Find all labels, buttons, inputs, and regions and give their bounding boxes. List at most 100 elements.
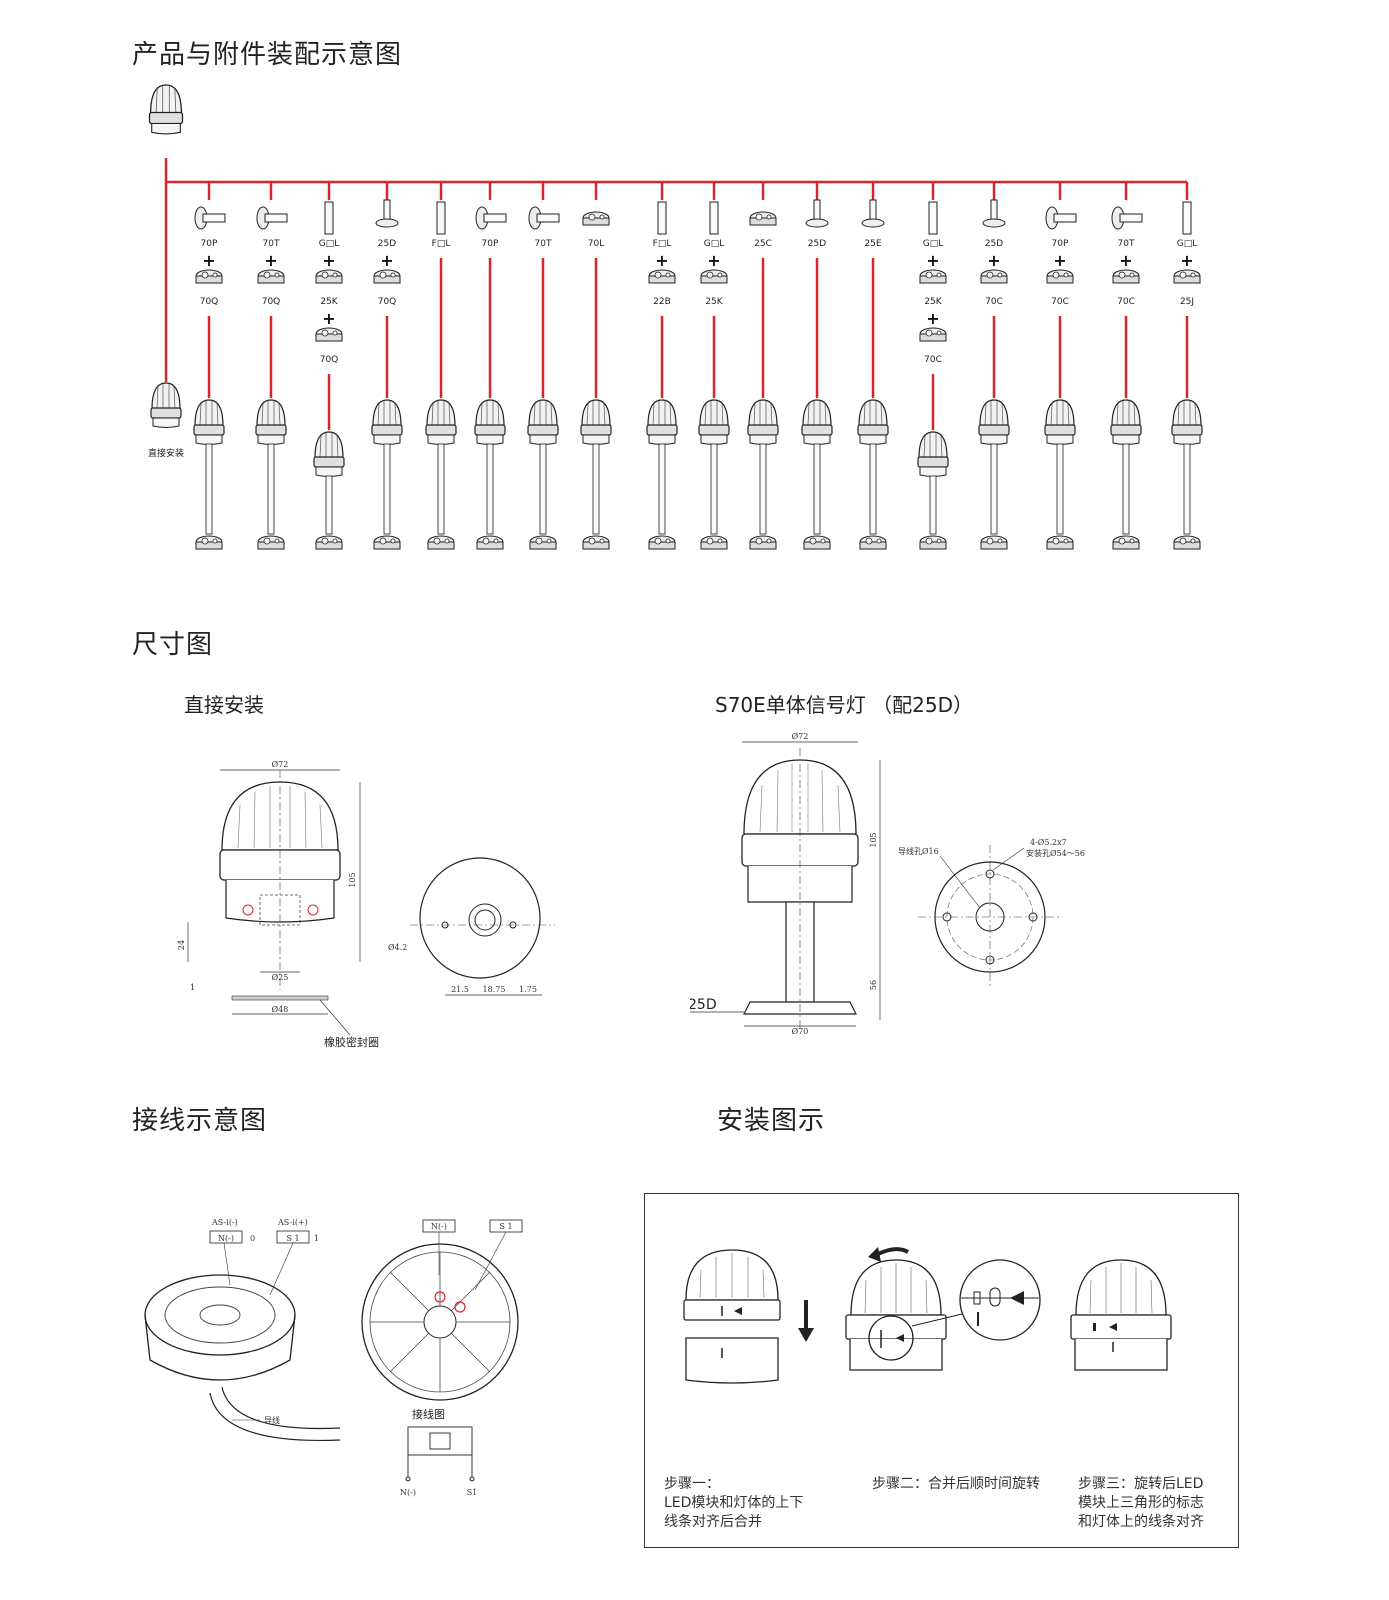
dimension-right-drawing: Ø72 105 56 Ø70 25D 导线孔Ø16 4-Ø5.2x7 安装孔Ø5… — [690, 732, 1085, 1036]
plus-icon: + — [1119, 251, 1132, 270]
seal-label: 橡胶密封圈 — [324, 1035, 379, 1049]
assembly-column-17: 70T +70C — [1110, 182, 1143, 550]
assembled-lamp-icon — [474, 399, 506, 446]
part-label: 70T — [535, 239, 552, 249]
plus-icon: + — [926, 251, 939, 270]
wiring-section-title: 接线示意图 — [132, 1106, 268, 1136]
step3-line1: 步骤三：旋转后LED — [1078, 1476, 1204, 1492]
step3-line3: 和灯体上的线条对齐 — [1078, 1514, 1204, 1530]
dim-left-title: 直接安装 — [184, 693, 264, 717]
assembled-lamp-icon — [1171, 399, 1203, 446]
assembly-column-11: 25C — [747, 182, 779, 550]
part-label: 70Q — [320, 355, 339, 365]
step1-line3: 线条对齐后合并 — [664, 1514, 762, 1530]
assembled-lamp-icon — [425, 399, 457, 446]
part-label: 70Q — [200, 297, 219, 307]
part-label: 22B — [653, 297, 671, 307]
part-label: 70Q — [262, 297, 281, 307]
wiring-diagram: AS-i(-) AS-i(+) N(-) 0 S 1 1 导线 AS-i(-) … — [144, 1215, 524, 1497]
part-label: 25D — [985, 239, 1003, 249]
wire-label: 导线 — [264, 1415, 280, 1425]
part-label: 25D — [378, 239, 396, 249]
assembled-lamp-icon — [646, 399, 678, 446]
install-steps-box — [644, 1193, 1239, 1548]
dim-r-d70: Ø70 — [792, 1027, 809, 1036]
part-label: F□L — [653, 239, 672, 249]
direct-install-label: 直接安装 — [148, 447, 184, 459]
plus-icon: + — [655, 251, 668, 270]
part-label: F□L — [432, 239, 451, 249]
part-label: 25E — [864, 239, 881, 249]
assembled-lamp-icon — [313, 431, 345, 478]
dimension-left-drawing: Ø72 105 24 Ø25 1 Ø48 橡胶密封圈 Ø4.2 21.5 18.… — [177, 760, 555, 1049]
wiring-diagram-label: 接线图 — [412, 1407, 445, 1421]
part-label: 70L — [588, 239, 604, 249]
n-minus-terminal: N(-) — [400, 1488, 416, 1497]
assembly-column-9: F□L +22B — [646, 182, 678, 550]
dim-h24: 24 — [177, 940, 186, 950]
install-step-1: 步骤一： LED模块和灯体的上下 线条对齐后合并 — [664, 1475, 803, 1532]
n-minus-box-2: N(-) — [431, 1222, 447, 1231]
assembled-lamp-icon — [1110, 399, 1142, 446]
step1-line2: LED模块和灯体的上下 — [664, 1495, 804, 1511]
plus-icon: + — [264, 251, 277, 270]
assembly-column-10: G□L+25K — [698, 182, 730, 550]
assembly-column-4: 25D+70Q — [371, 182, 403, 550]
dim-r-d72: Ø72 — [792, 732, 809, 741]
dim-r-h56: 56 — [869, 980, 878, 990]
part-label: G□L — [319, 239, 340, 249]
assembled-lamp-icon — [371, 399, 403, 446]
part-label: 70C — [1051, 297, 1069, 307]
as-neg-label-2: AS-i(-) — [424, 1215, 451, 1216]
dim-h105: 105 — [348, 872, 357, 887]
assembled-lamp-icon — [857, 399, 889, 446]
mount-holes-label: 安装孔Ø54～56 — [1026, 848, 1085, 858]
assembly-column-12: 25D — [801, 182, 833, 550]
part-label: 70T — [1118, 239, 1135, 249]
part-label: 25J — [1180, 297, 1194, 307]
as-pos-label-1: AS-i(+) — [277, 1218, 308, 1227]
plus-icon: + — [926, 309, 939, 328]
dimension-section-title: 尺寸图 — [132, 630, 214, 660]
assembly-column-6: 70P — [474, 182, 507, 550]
plus-icon: + — [322, 251, 335, 270]
assembled-lamp-icon — [193, 399, 225, 446]
part-label: 25K — [320, 297, 338, 307]
part-label: 25C — [754, 239, 772, 249]
part-label: 70P — [482, 239, 499, 249]
plus-icon: + — [707, 251, 720, 270]
assembly-section-title: 产品与附件装配示意图 — [132, 40, 403, 70]
s1-box-1: S 1 — [286, 1234, 299, 1243]
zero-label: 0 — [250, 1234, 255, 1243]
dim-d48: Ø48 — [272, 1005, 289, 1014]
model-25d-label: 25D — [690, 997, 717, 1013]
assembly-column-14: G□L+25K+70C — [917, 182, 949, 550]
part-label: 70C — [1117, 297, 1135, 307]
assembly-column-5: F□L — [425, 182, 457, 550]
assembly-column-1: 70P+70Q — [193, 182, 226, 550]
assembly-column-13: 25E — [857, 182, 889, 550]
dim-b: 18.75 — [483, 985, 506, 994]
step2-line1: 步骤二：合并后顺时间旋转 — [872, 1476, 1040, 1492]
dim-right-title: S70E单体信号灯 （配25D） — [715, 693, 973, 717]
assembled-lamp-icon — [917, 431, 949, 478]
step3-line2: 模块上三角形的标志 — [1078, 1495, 1204, 1511]
top-lamp-icon — [148, 84, 184, 135]
install-step-3: 步骤三：旋转后LED 模块上三角形的标志 和灯体上的线条对齐 — [1078, 1475, 1204, 1532]
dim-t1: 1 — [190, 983, 195, 992]
assembled-lamp-icon — [698, 399, 730, 446]
part-label: 70C — [924, 355, 942, 365]
assembled-lamp-icon — [801, 399, 833, 446]
dim-c: 1.75 — [519, 985, 537, 994]
plus-icon: + — [1180, 251, 1193, 270]
plus-icon: + — [987, 251, 1000, 270]
dim-d25: Ø25 — [272, 973, 289, 982]
holes-label: 4-Ø5.2x7 — [1030, 838, 1067, 847]
assembled-lamp-icon — [978, 399, 1010, 446]
part-label: G□L — [923, 239, 944, 249]
part-label: 70P — [1052, 239, 1069, 249]
step1-line1: 步骤一： — [664, 1476, 720, 1492]
assembled-lamp-icon — [527, 399, 559, 446]
dim-r-h105: 105 — [869, 832, 878, 847]
